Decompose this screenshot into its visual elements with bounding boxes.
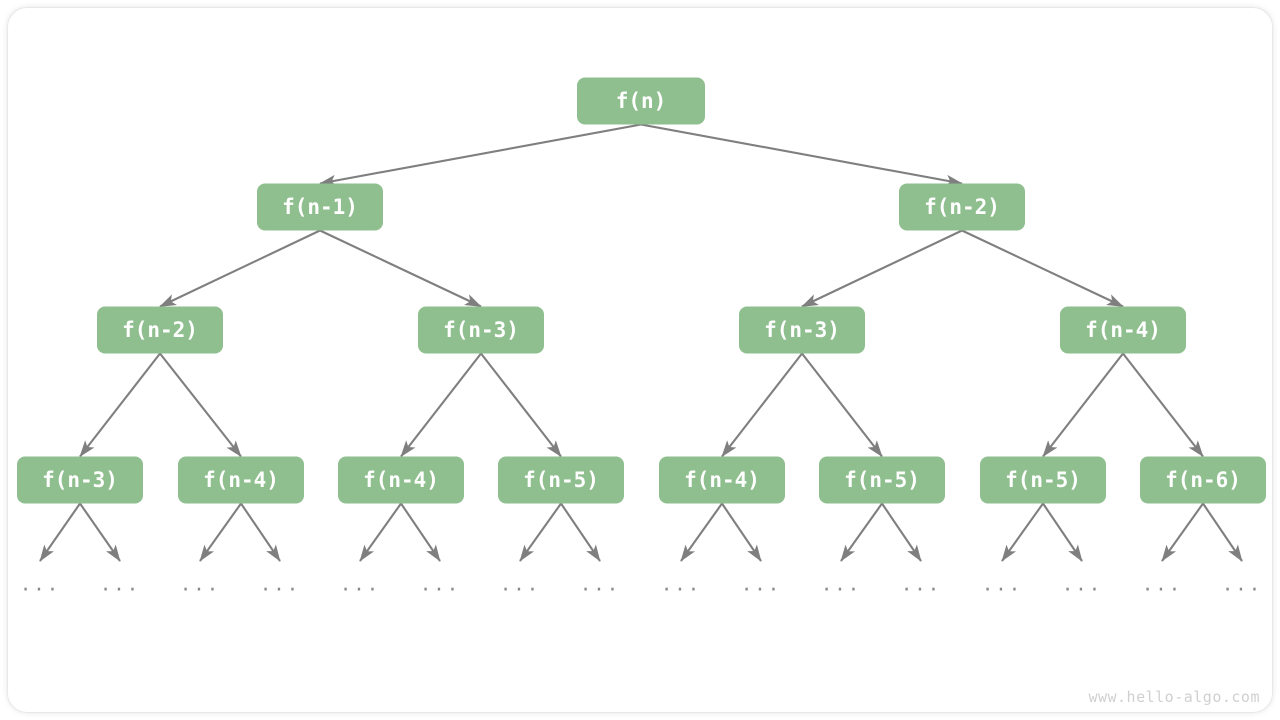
tree-node-box	[1060, 306, 1186, 354]
tree-node-box	[577, 77, 705, 125]
tree-node[interactable]: f(n-4)	[338, 456, 464, 504]
tree-edge-to-ellipsis	[519, 502, 562, 562]
tree-node[interactable]: f(n-3)	[17, 456, 143, 504]
tree-node-label: f(n-6)	[1165, 468, 1241, 492]
tree-edge-to-ellipsis	[1202, 502, 1243, 562]
tree-edge	[1122, 352, 1204, 458]
tree-node-box	[899, 183, 1025, 231]
tree-node[interactable]: f(n-5)	[980, 456, 1106, 504]
ellipsis-marker: ...	[982, 574, 1022, 596]
watermark: www.hello-algo.com	[1088, 688, 1260, 706]
tree-edge	[79, 352, 161, 458]
tree-node-label: f(n-4)	[1085, 318, 1161, 342]
tree-edge-to-ellipsis	[79, 502, 121, 562]
tree-node-box	[178, 456, 304, 504]
tree-node[interactable]: f(n-3)	[418, 306, 544, 354]
ellipsis-marker: ...	[661, 574, 701, 596]
tree-edge	[801, 352, 883, 458]
ellipsis-layer: ........................................…	[20, 574, 1262, 596]
tree-node-label: f(n-5)	[1005, 468, 1081, 492]
tree-node[interactable]: f(n-4)	[1060, 306, 1186, 354]
ellipsis-marker: ...	[260, 574, 300, 596]
tree-edge-to-ellipsis	[560, 502, 601, 562]
tree-node-box	[338, 456, 464, 504]
tree-edge	[721, 352, 803, 458]
tree-node-box	[819, 456, 945, 504]
ellipsis-marker: ...	[1222, 574, 1262, 596]
tree-node-label: f(n-4)	[363, 468, 439, 492]
tree-node[interactable]: f(n-4)	[178, 456, 304, 504]
ellipsis-marker: ...	[580, 574, 620, 596]
ellipsis-marker: ...	[741, 574, 781, 596]
tree-node-box	[418, 306, 544, 354]
tree-node[interactable]: f(n-2)	[97, 306, 223, 354]
tree-edge	[159, 352, 242, 458]
ellipsis-marker: ...	[20, 574, 60, 596]
tree-edge-to-ellipsis	[840, 502, 883, 562]
tree-node-box	[659, 456, 785, 504]
tree-node[interactable]: f(n-2)	[899, 183, 1025, 231]
tree-node[interactable]: f(n-6)	[1140, 456, 1266, 504]
tree-node-label: f(n-2)	[924, 195, 1000, 219]
ellipsis-marker: ...	[500, 574, 540, 596]
tree-node[interactable]: f(n-1)	[257, 183, 383, 231]
tree-node-label: f(n-4)	[203, 468, 279, 492]
tree-node-box	[97, 306, 223, 354]
tree-node-box	[739, 306, 865, 354]
tree-edge-to-ellipsis	[39, 502, 81, 562]
tree-node[interactable]: f(n-4)	[659, 456, 785, 504]
tree-edge-to-ellipsis	[721, 502, 762, 562]
tree-node-box	[1140, 456, 1266, 504]
edges-layer	[39, 123, 1243, 562]
tree-node-label: f(n-4)	[684, 468, 760, 492]
ellipsis-marker: ...	[1062, 574, 1102, 596]
ellipsis-marker: ...	[340, 574, 380, 596]
tree-node-label: f(n-5)	[523, 468, 599, 492]
tree-edge-to-ellipsis	[680, 502, 723, 562]
tree-edge-to-ellipsis	[1001, 502, 1044, 562]
tree-node-label: f(n-5)	[844, 468, 920, 492]
tree-node[interactable]: f(n-5)	[498, 456, 624, 504]
tree-node-label: f(n-3)	[42, 468, 118, 492]
tree-edge	[480, 352, 562, 458]
tree-edge	[961, 229, 1124, 308]
tree-edge-to-ellipsis	[199, 502, 242, 562]
tree-node-box	[498, 456, 624, 504]
tree-edge-to-ellipsis	[1042, 502, 1083, 562]
tree-node[interactable]: f(n)	[577, 77, 705, 125]
tree-node-box	[257, 183, 383, 231]
tree-edge	[640, 123, 963, 187]
tree-edge	[801, 229, 963, 308]
tree-node-box	[17, 456, 143, 504]
nodes-layer: f(n) f(n-1) f(n-2) f(n-2) f(n-3) f(n-3) f(n-4)…	[17, 77, 1266, 504]
tree-edge-to-ellipsis	[1161, 502, 1204, 562]
ellipsis-marker: ...	[100, 574, 140, 596]
ellipsis-marker: ...	[821, 574, 861, 596]
ellipsis-marker: ...	[180, 574, 220, 596]
tree-node[interactable]: f(n-3)	[739, 306, 865, 354]
tree-node[interactable]: f(n-5)	[819, 456, 945, 504]
tree-node-label: f(n-1)	[282, 195, 358, 219]
tree-edge	[1042, 352, 1124, 458]
tree-node-label: f(n-2)	[122, 318, 198, 342]
tree-edge	[319, 123, 642, 187]
tree-edge-to-ellipsis	[359, 502, 402, 562]
ellipsis-marker: ...	[420, 574, 460, 596]
ellipsis-marker: ...	[901, 574, 941, 596]
tree-node-label: f(n-3)	[764, 318, 840, 342]
tree-edge-to-ellipsis	[240, 502, 281, 562]
tree-node-label: f(n-3)	[443, 318, 519, 342]
tree-edge	[319, 229, 482, 308]
tree-edge-to-ellipsis	[400, 502, 441, 562]
tree-edge	[159, 229, 321, 308]
tree-edge-to-ellipsis	[881, 502, 922, 562]
ellipsis-marker: ...	[1142, 574, 1182, 596]
tree-edge	[400, 352, 482, 458]
tree-node-box	[980, 456, 1106, 504]
tree-node-label: f(n)	[616, 89, 667, 113]
